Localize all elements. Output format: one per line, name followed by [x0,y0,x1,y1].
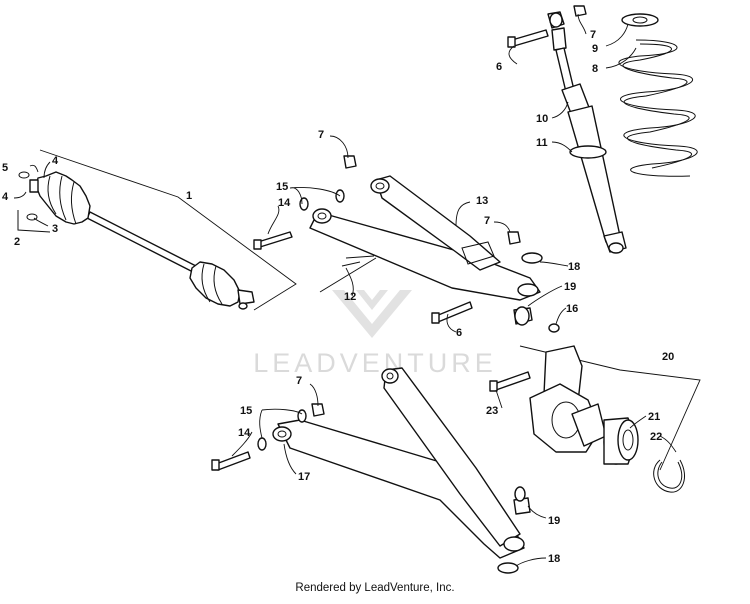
watermark: LEADVENTURE [253,290,497,378]
watermark-text: LEADVENTURE [253,348,497,378]
callout-19: 19 [548,515,560,527]
footer-credit: Rendered by LeadVenture, Inc. [295,582,455,594]
callout-15: 15 [276,181,288,193]
callout-4: 4 [2,191,9,203]
coil-spring [618,13,698,177]
lower-a-arm [272,367,525,559]
leader-lines [13,13,677,567]
callout-17: 17 [298,471,310,483]
callout-13: 13 [476,195,488,207]
callout-20: 20 [662,351,674,363]
callout-21: 21 [648,411,660,423]
callout-9: 9 [592,43,598,55]
callout-6: 6 [456,327,462,339]
upper-a-arm [309,175,541,301]
callout-12: 12 [344,291,356,303]
callout-18: 18 [568,261,580,273]
callout-7: 7 [318,129,324,141]
lower-arm-hardware [211,403,325,471]
callout-7: 7 [296,375,302,387]
callout-23: 23 [486,405,498,417]
callout-14: 14 [238,427,251,439]
callout-14: 14 [278,197,291,209]
callout-5: 5 [2,162,8,174]
steering-knuckle [489,323,701,471]
callout-8: 8 [592,63,598,75]
callout-16: 16 [566,303,578,315]
snap-ring [653,459,685,493]
shock-absorber [507,5,627,254]
callout-3: 3 [52,223,58,235]
callout-18: 18 [548,553,560,565]
callout-19: 19 [564,281,576,293]
callout-4: 4 [52,155,59,167]
callout-22: 22 [650,431,662,443]
upper-arm-hardware [253,155,521,324]
callout-7: 7 [590,29,596,41]
callout-10: 10 [536,113,548,125]
ball-joints [497,252,543,574]
wheel-bearing [603,417,639,465]
callout-labels: 1 2 3 4 4 5 6 6 7 7 7 7 8 9 10 11 12 13 … [2,29,674,565]
callout-6: 6 [496,61,502,73]
leadventure-chevron-logo [332,290,412,338]
axle-shaft-assembly [17,149,297,311]
callout-15: 15 [240,405,252,417]
callout-7: 7 [484,215,490,227]
callout-11: 11 [536,137,548,149]
callout-2: 2 [14,236,20,248]
callout-1: 1 [186,190,192,202]
